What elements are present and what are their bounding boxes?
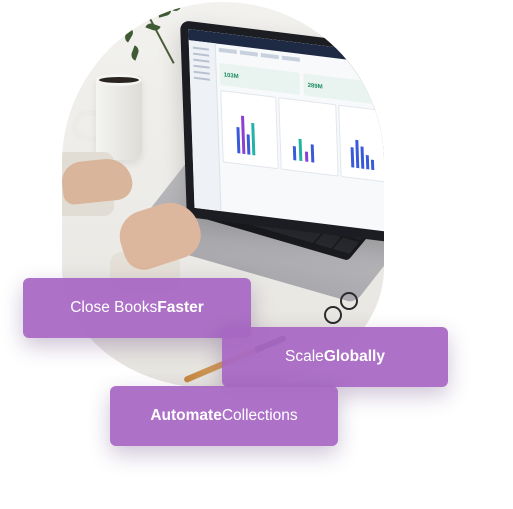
pill-text: Close Books: [70, 299, 158, 316]
pill-emphasis: Faster: [157, 299, 204, 316]
chart-card: [278, 97, 339, 177]
eyeglasses: [324, 292, 360, 326]
coffee-mug: [96, 76, 142, 160]
chart-card: [220, 90, 279, 170]
close-books-faster-pill: Close Books Faster: [23, 278, 251, 338]
scale-globally-pill: Scale Globally: [222, 327, 448, 387]
kpi-value: 103M: [223, 72, 239, 81]
pill-emphasis: Automate: [150, 407, 222, 424]
pill-text: Scale: [285, 348, 324, 365]
kpi-value: 289M: [307, 82, 323, 91]
hand-left: [62, 156, 135, 206]
mug-handle: [72, 110, 100, 142]
coffee-mug-top: [96, 74, 142, 86]
chart-card: [338, 104, 384, 185]
dashboard-app: 103M 289M: [188, 29, 384, 235]
automate-collections-pill: Automate Collections: [110, 386, 338, 446]
kpi-card: 103M: [219, 62, 301, 95]
dashboard-main: 103M 289M: [217, 46, 384, 233]
pill-text: Collections: [221, 407, 298, 424]
laptop-screen: 103M 289M: [180, 20, 384, 246]
pill-emphasis: Globally: [323, 348, 385, 365]
